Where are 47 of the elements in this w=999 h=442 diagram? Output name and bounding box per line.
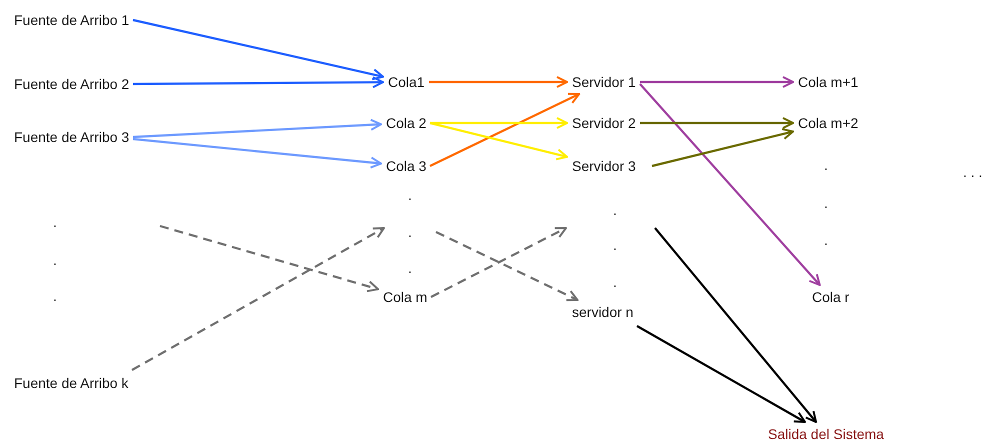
ellipsis-dot: .: [613, 202, 617, 218]
arrow: [132, 138, 382, 169]
arrow: [132, 118, 382, 138]
arrow: [652, 128, 794, 168]
node-label: Cola m: [381, 288, 430, 306]
ellipsis-dot: .: [613, 274, 617, 290]
ellipsis-dot: .: [613, 237, 617, 253]
arrow: [640, 76, 794, 88]
ellipsis-dot: .: [824, 195, 828, 211]
ellipsis-dot: .: [53, 288, 57, 304]
ellipsis-dot: .: [824, 157, 828, 173]
node-label: Fuente de Arribo 2: [12, 75, 132, 93]
arrow: [132, 18, 384, 80]
node-label: Cola r: [810, 288, 852, 306]
dashed-arrow: [430, 227, 567, 298]
node-label: Servidor 2: [570, 114, 638, 132]
arrow: [429, 76, 568, 88]
node-label: servidor n: [570, 303, 636, 321]
ellipsis-dot: .: [824, 232, 828, 248]
node-label: Servidor 1: [570, 73, 638, 91]
dashed-arrow: [131, 227, 385, 371]
dashed-arrow: [436, 231, 579, 302]
ellipsis-dot: .: [53, 214, 57, 230]
ellipsis-dot: . . .: [963, 164, 982, 180]
arrow: [430, 92, 580, 167]
ellipsis-dot: .: [408, 224, 412, 240]
arrow: [430, 117, 568, 129]
arrow: [133, 76, 384, 88]
arrow: [640, 117, 794, 129]
node-label: Fuente de Arribo k: [12, 374, 130, 392]
ellipsis-dot: .: [408, 260, 412, 276]
ellipsis-dot: .: [408, 187, 412, 203]
node-label: Cola 3: [384, 157, 428, 175]
node-label: Cola1: [386, 73, 427, 91]
node-label: Servidor 3: [570, 157, 638, 175]
node-label: Fuente de Arribo 1: [12, 11, 132, 29]
node-label: Salida del Sistema: [766, 425, 886, 442]
arrow: [430, 122, 568, 160]
node-label: Cola m+2: [796, 114, 860, 132]
arrow: [654, 227, 818, 423]
node-label: Cola m+1: [796, 73, 860, 91]
dashed-arrow: [160, 224, 379, 292]
node-label: Cola 2: [384, 114, 428, 132]
arrow: [639, 83, 821, 286]
node-label: Fuente de Arribo 3: [12, 128, 132, 146]
ellipsis-dot: .: [53, 252, 57, 268]
arrow: [636, 325, 806, 423]
